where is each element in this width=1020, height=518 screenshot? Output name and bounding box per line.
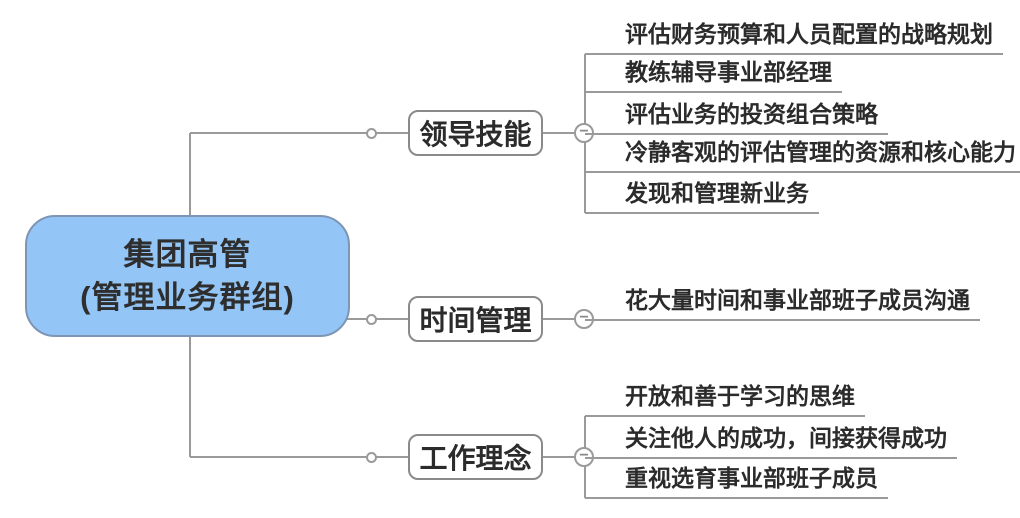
connector-dot (366, 314, 377, 325)
connector-dot (366, 452, 377, 463)
leaf-node[interactable]: 评估财务预算和人员配置的战略规划 (585, 17, 1003, 55)
branch-node-time-management[interactable]: 时间管理 (408, 296, 543, 342)
branch-label: 工作理念 (419, 443, 532, 474)
root-title-line1: 集团高管 (123, 237, 252, 272)
leaf-node[interactable]: 冷静客观的评估管理的资源和核心能力 (585, 135, 1020, 173)
root-title-line2: (管理业务群组) (80, 280, 295, 315)
leaf-node[interactable]: 评估业务的投资组合策略 (585, 97, 888, 135)
branch-node-leadership[interactable]: 领导技能 (408, 110, 543, 156)
branch-node-work-philosophy[interactable]: 工作理念 (408, 434, 543, 480)
leaf-node[interactable]: 关注他人的成功，间接获得成功 (585, 421, 957, 459)
branch-label: 领导技能 (419, 119, 532, 150)
connector-dot (366, 128, 377, 139)
minus-icon: − (579, 309, 589, 326)
root-node[interactable]: 集团高管 (管理业务群组) (25, 215, 350, 337)
leaf-node[interactable]: 发现和管理新业务 (585, 176, 819, 214)
branch-label: 时间管理 (419, 305, 532, 336)
minus-icon: − (579, 123, 589, 140)
minus-icon: − (579, 447, 589, 464)
collapse-toggle[interactable]: − (574, 447, 594, 467)
leaf-node[interactable]: 花大量时间和事业部班子成员沟通 (585, 283, 980, 321)
leaf-node[interactable]: 重视选育事业部班子成员 (585, 461, 888, 499)
leaf-node[interactable]: 教练辅导事业部经理 (585, 55, 842, 93)
leaf-node[interactable]: 开放和善于学习的思维 (585, 379, 865, 417)
